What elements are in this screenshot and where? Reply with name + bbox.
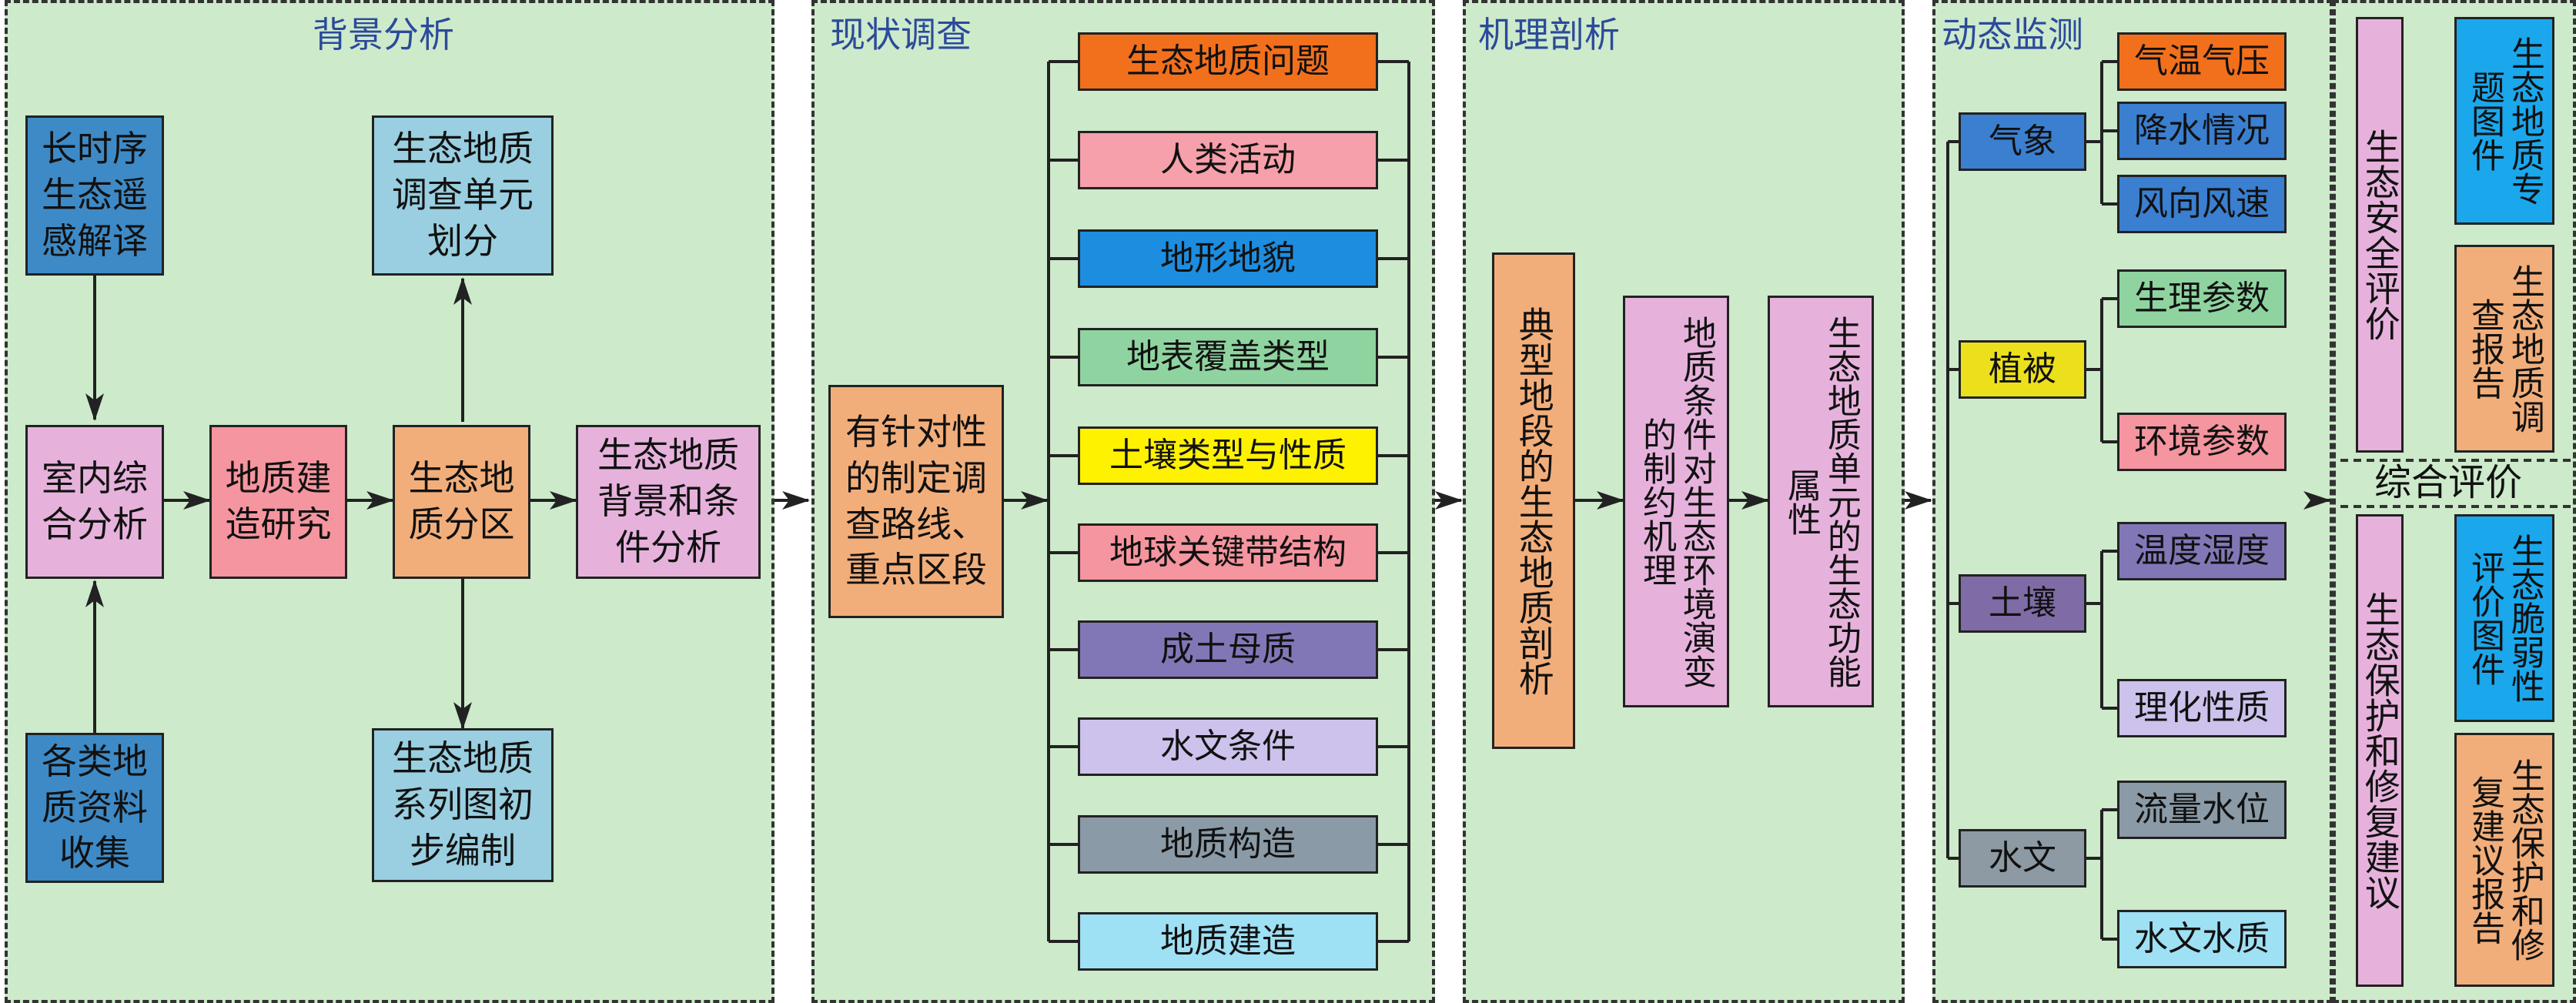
box-safety-evaluation: 生态安全评价 xyxy=(2356,17,2404,453)
monitor-item: 风向风速 xyxy=(2117,175,2287,233)
box-indoor-analysis: 室内综合分析 xyxy=(25,425,164,579)
box-typical-section: 典型地段的生态地质剖析 xyxy=(1492,252,1575,749)
box-protection-suggestion: 生态保护和修复建议 xyxy=(2356,514,2404,987)
box-constraint-mechanism: 地质条件对生态环境演变的制约机理 xyxy=(1623,296,1729,707)
survey-item: 地质构造 xyxy=(1078,815,1378,874)
box-geo-data: 各类地质资料收集 xyxy=(25,733,164,883)
box-survey-report: 生态地质调查报告 xyxy=(2454,245,2554,453)
monitor-item: 生理参数 xyxy=(2117,269,2287,328)
monitor-item: 温度湿度 xyxy=(2117,522,2287,580)
box-eco-function: 生态地质单元的生态功能属性 xyxy=(1768,296,1874,707)
monitor-item: 降水情况 xyxy=(2117,102,2287,160)
box-thematic-maps: 生态地质专题图件 xyxy=(2454,17,2554,225)
monitor-group-soil: 土壤 xyxy=(1959,574,2086,633)
panel-title-survey: 现状调查 xyxy=(830,14,972,55)
panel-title-mechanism: 机理剖析 xyxy=(1478,14,1620,55)
survey-item: 土壤类型与性质 xyxy=(1078,426,1378,485)
monitor-group-meteorology: 气象 xyxy=(1959,112,2086,171)
monitor-item: 气温气压 xyxy=(2117,32,2287,91)
monitor-item: 理化性质 xyxy=(2117,679,2287,737)
monitor-item: 水文水质 xyxy=(2117,910,2287,968)
box-condition-analysis: 生态地质背景和条件分析 xyxy=(576,425,761,579)
box-map-series: 生态地质系列图初步编制 xyxy=(372,728,554,882)
box-restoration-report: 生态保护和修复建议报告 xyxy=(2454,733,2554,987)
survey-item: 生态地质问题 xyxy=(1078,32,1378,91)
panel-title-monitoring: 动态监测 xyxy=(1942,14,2083,55)
survey-item: 人类活动 xyxy=(1078,131,1378,189)
box-eco-zoning: 生态地质分区 xyxy=(393,425,530,579)
box-survey-route: 有针对性的制定调查路线、重点区段 xyxy=(828,385,1004,618)
survey-item: 地球关键带结构 xyxy=(1078,523,1378,582)
monitor-item: 流量水位 xyxy=(2117,781,2287,839)
survey-item: 地形地貌 xyxy=(1078,229,1378,288)
panel-title-background: 背景分析 xyxy=(313,14,454,55)
survey-item: 地质建造 xyxy=(1078,912,1378,971)
label-comprehensive-evaluation: 综合评价 xyxy=(2374,461,2523,504)
box-remote-sensing: 长时序生态遥感解译 xyxy=(25,115,164,276)
monitor-group-hydrology: 水文 xyxy=(1959,829,2086,888)
survey-item: 地表覆盖类型 xyxy=(1078,328,1378,386)
survey-item: 水文条件 xyxy=(1078,717,1378,776)
survey-item: 成土母质 xyxy=(1078,620,1378,679)
box-fragility-maps: 生态脆弱性评价图件 xyxy=(2454,514,2554,722)
monitor-group-vegetation: 植被 xyxy=(1959,340,2086,399)
box-survey-unit: 生态地质调查单元划分 xyxy=(372,115,554,276)
box-geo-construction: 地质建造研究 xyxy=(209,425,347,579)
monitor-item: 环境参数 xyxy=(2117,413,2287,471)
